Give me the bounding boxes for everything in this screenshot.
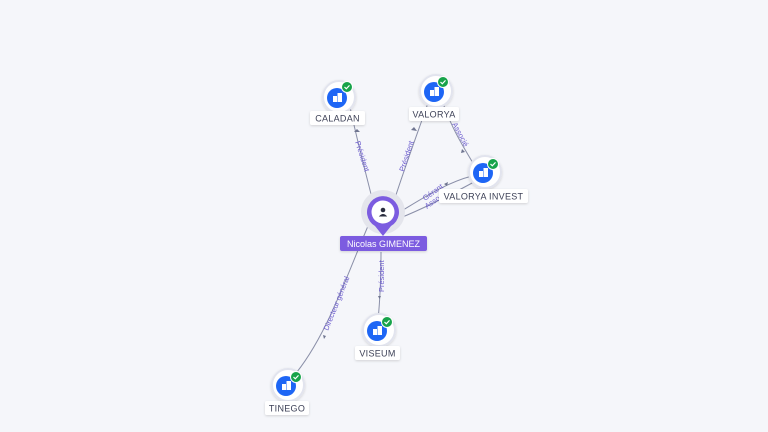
person-name: Nicolas GIMENEZ [347, 239, 421, 249]
company-label: VALORYA INVEST [444, 192, 524, 202]
arrow-head [323, 335, 326, 339]
company-label: CALADAN [315, 114, 360, 124]
arrow-head [444, 182, 448, 186]
arrow-head [411, 127, 417, 131]
check-icon [437, 76, 449, 88]
company-node-valorya-invest[interactable]: VALORYA INVEST [439, 155, 528, 203]
check-icon [487, 158, 499, 170]
company-label: VISEUM [359, 349, 395, 359]
check-icon [341, 81, 353, 93]
building-icon [373, 326, 382, 335]
building-icon [430, 87, 439, 96]
person-node[interactable]: Nicolas GIMENEZ [340, 190, 427, 251]
edge-person-valorya-invest-b [399, 181, 475, 219]
building-icon [333, 93, 342, 102]
edge-label-tinego: Directeur général [322, 275, 352, 332]
company-node-caladan[interactable]: CALADAN [310, 80, 365, 125]
arrow-head [378, 296, 381, 299]
company-label: VALORYA [412, 110, 455, 120]
edge-label-valorya-invest: Associé [450, 121, 470, 148]
building-icon [282, 381, 291, 390]
building-icon [479, 168, 488, 177]
edge-label-viseum: Président [377, 259, 386, 292]
edge-label-valorya: Président [397, 139, 416, 173]
company-node-tinego[interactable]: TINEGO [265, 368, 309, 415]
arrow-head [461, 149, 465, 153]
edge-label-caladan: Président [353, 140, 372, 174]
arrow-head [354, 129, 360, 132]
person-icon [378, 207, 388, 217]
check-icon [381, 316, 393, 328]
company-label: TINEGO [269, 404, 305, 414]
company-node-valorya[interactable]: VALORYA [409, 74, 459, 121]
company-node-viseum[interactable]: VISEUM [355, 313, 400, 360]
check-icon [290, 371, 302, 383]
